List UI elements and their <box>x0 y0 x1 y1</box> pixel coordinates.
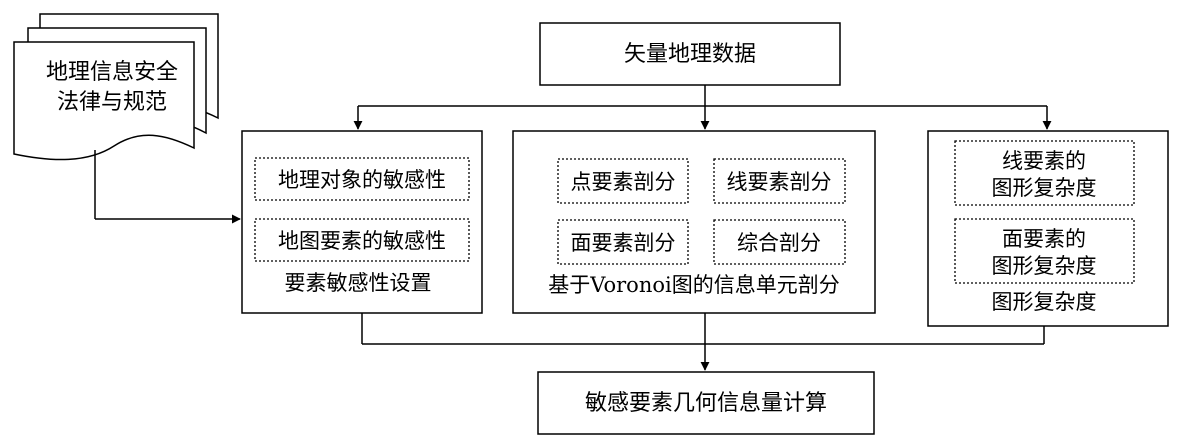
right-item-2-line-2: 图形复杂度 <box>992 254 1097 278</box>
bottom-connectors <box>361 313 1045 371</box>
left-item-1: 地理对象的敏感性 <box>278 168 446 192</box>
document-connector <box>94 150 241 224</box>
document-page-front <box>13 41 195 161</box>
middle-item-box-3 <box>557 219 689 265</box>
middle-item-2: 线要素剖分 <box>727 170 832 194</box>
document-stack <box>13 13 219 161</box>
document-line-1: 地理信息安全 <box>46 60 178 85</box>
left-item-2: 地图要素的敏感性 <box>278 229 446 253</box>
left-panel-caption: 要素敏感性设置 <box>285 271 432 295</box>
document-line-2: 法律与规范 <box>57 90 167 115</box>
top-box-label: 矢量地理数据 <box>624 42 756 67</box>
left-item-box-2 <box>254 218 470 262</box>
bottom-box-label: 敏感要素几何信息量计算 <box>585 391 827 416</box>
right-item-2-line-1: 面要素的 <box>1002 227 1086 251</box>
left-item-box-1 <box>254 157 470 201</box>
right-item-box-2 <box>954 218 1135 284</box>
middle-item-box-1 <box>557 158 689 204</box>
middle-panel-caption: 基于Voronoi图的信息单元剖分 <box>548 273 839 297</box>
right-item-box-1 <box>954 140 1135 206</box>
middle-item-1: 点要素剖分 <box>571 170 676 194</box>
middle-item-4: 综合剖分 <box>737 231 821 255</box>
middle-item-3: 面要素剖分 <box>571 231 676 255</box>
middle-item-box-4 <box>713 219 846 265</box>
top-box <box>539 22 841 86</box>
middle-item-box-2 <box>713 158 846 204</box>
top-connectors <box>353 85 1052 130</box>
right-panel-caption: 图形复杂度 <box>992 290 1097 314</box>
right-item-1-line-1: 线要素的 <box>1002 149 1086 173</box>
right-item-1-line-2: 图形复杂度 <box>992 176 1097 200</box>
bottom-box <box>537 371 875 435</box>
